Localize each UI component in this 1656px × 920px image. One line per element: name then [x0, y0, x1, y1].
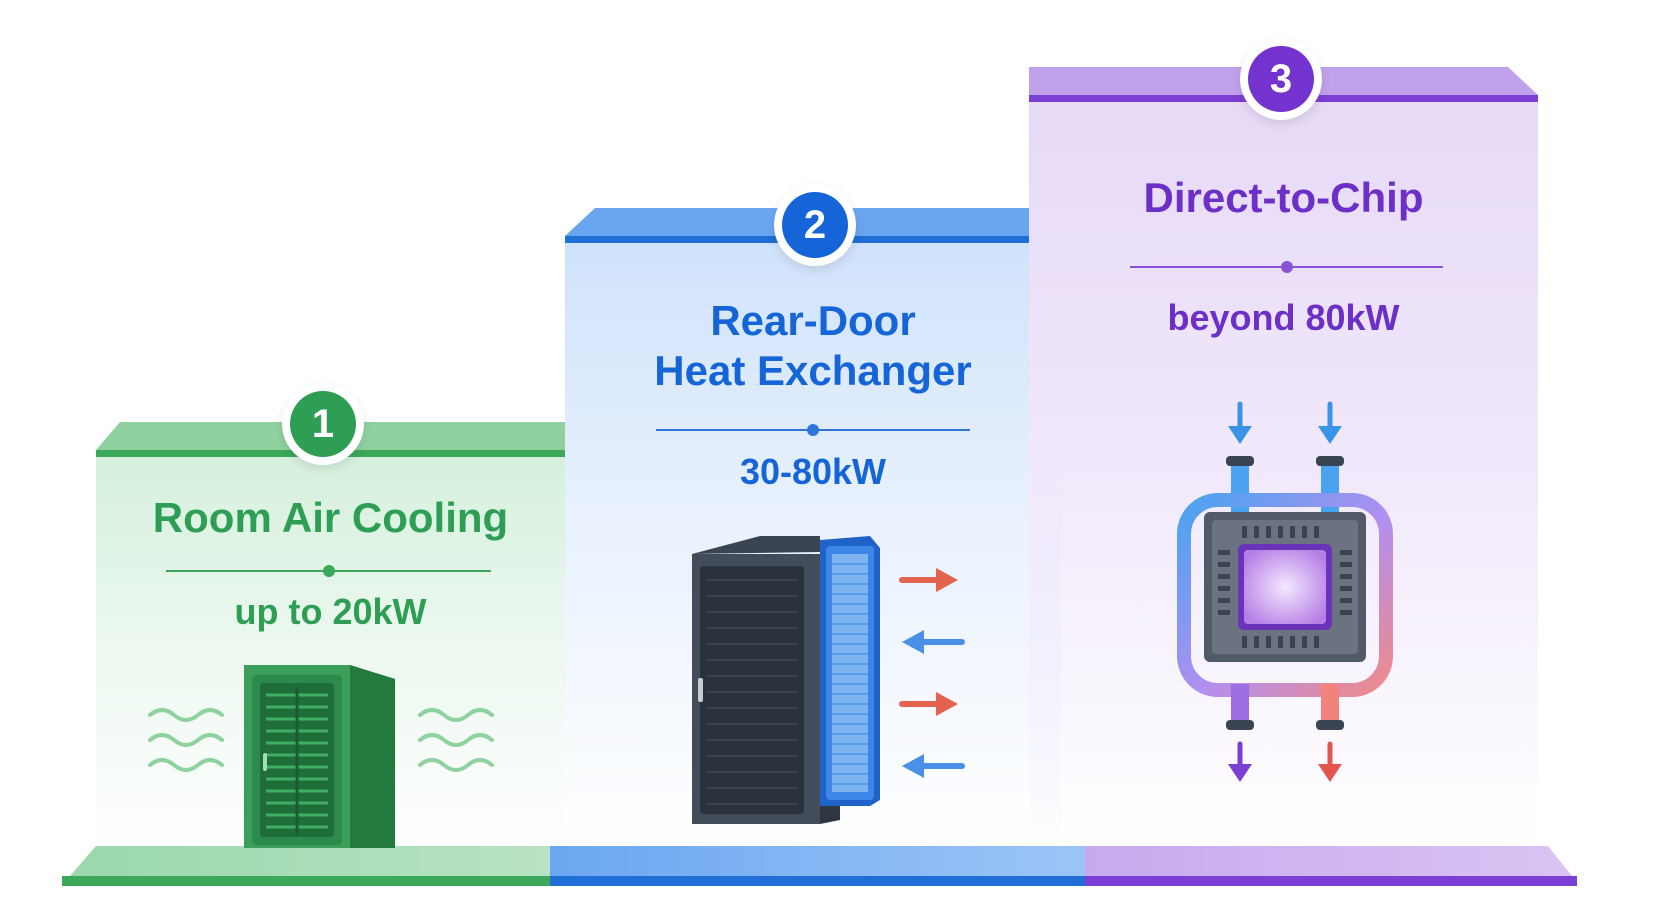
stage-2-base: [550, 846, 1085, 876]
rear-door-heat-exchanger-rack-icon: [692, 536, 965, 824]
airflow-left-icon: [148, 708, 224, 772]
stage-3-capacity: beyond 80kW: [1167, 297, 1400, 338]
stage-3-base-edge: [1085, 876, 1577, 886]
cool-air-in-arrow-icon-1: [902, 630, 965, 654]
hot-air-out-arrow-icon-1: [899, 568, 958, 592]
stage-1-capacity: up to 20kW: [234, 591, 427, 632]
stage-3-title: Direct-to-Chip: [1143, 174, 1424, 221]
stage-3-divider: [1130, 261, 1443, 273]
coolant-outlet-arrow-icon-purple: [1228, 741, 1252, 782]
stage-2-title-line-1: Rear-Door: [710, 297, 916, 344]
airflow-right-icon: [418, 708, 494, 772]
stage-1-number: 1: [290, 391, 356, 457]
stage-1-title: Room Air Cooling: [152, 494, 509, 541]
air-cooled-rack-icon: [148, 665, 494, 848]
stage-1-base-edge: [62, 876, 550, 886]
hot-air-out-arrow-icon-2: [899, 692, 958, 716]
stage-2-base-edge: [550, 876, 1085, 886]
stage-3-number: 3: [1248, 46, 1314, 112]
stage-1-number-badge: 1: [282, 383, 364, 465]
stage-2-capacity: 30-80kW: [739, 451, 887, 492]
coolant-outlet-arrow-icon-red: [1318, 741, 1342, 782]
stage-3-number-badge: 3: [1240, 38, 1322, 120]
stage-1-base: [70, 846, 550, 876]
coolant-inlet-arrow-icon: [1228, 401, 1342, 444]
rear-door-coil-icon: [820, 536, 880, 806]
direct-to-chip-cold-plate-icon: [1177, 401, 1393, 782]
cool-air-in-arrow-icon-2: [902, 754, 965, 778]
stage-2-number-badge: 2: [774, 184, 856, 266]
stage-2-divider: [656, 424, 970, 436]
stage-3-base: [1085, 846, 1572, 876]
dark-server-rack-icon: [692, 536, 840, 824]
stage-2-number: 2: [782, 192, 848, 258]
stage-2-title-line-2: Heat Exchanger: [654, 347, 972, 394]
green-server-rack-icon: [244, 665, 395, 848]
stage-1-divider: [166, 565, 491, 577]
processor-chip-icon: [1204, 512, 1366, 662]
